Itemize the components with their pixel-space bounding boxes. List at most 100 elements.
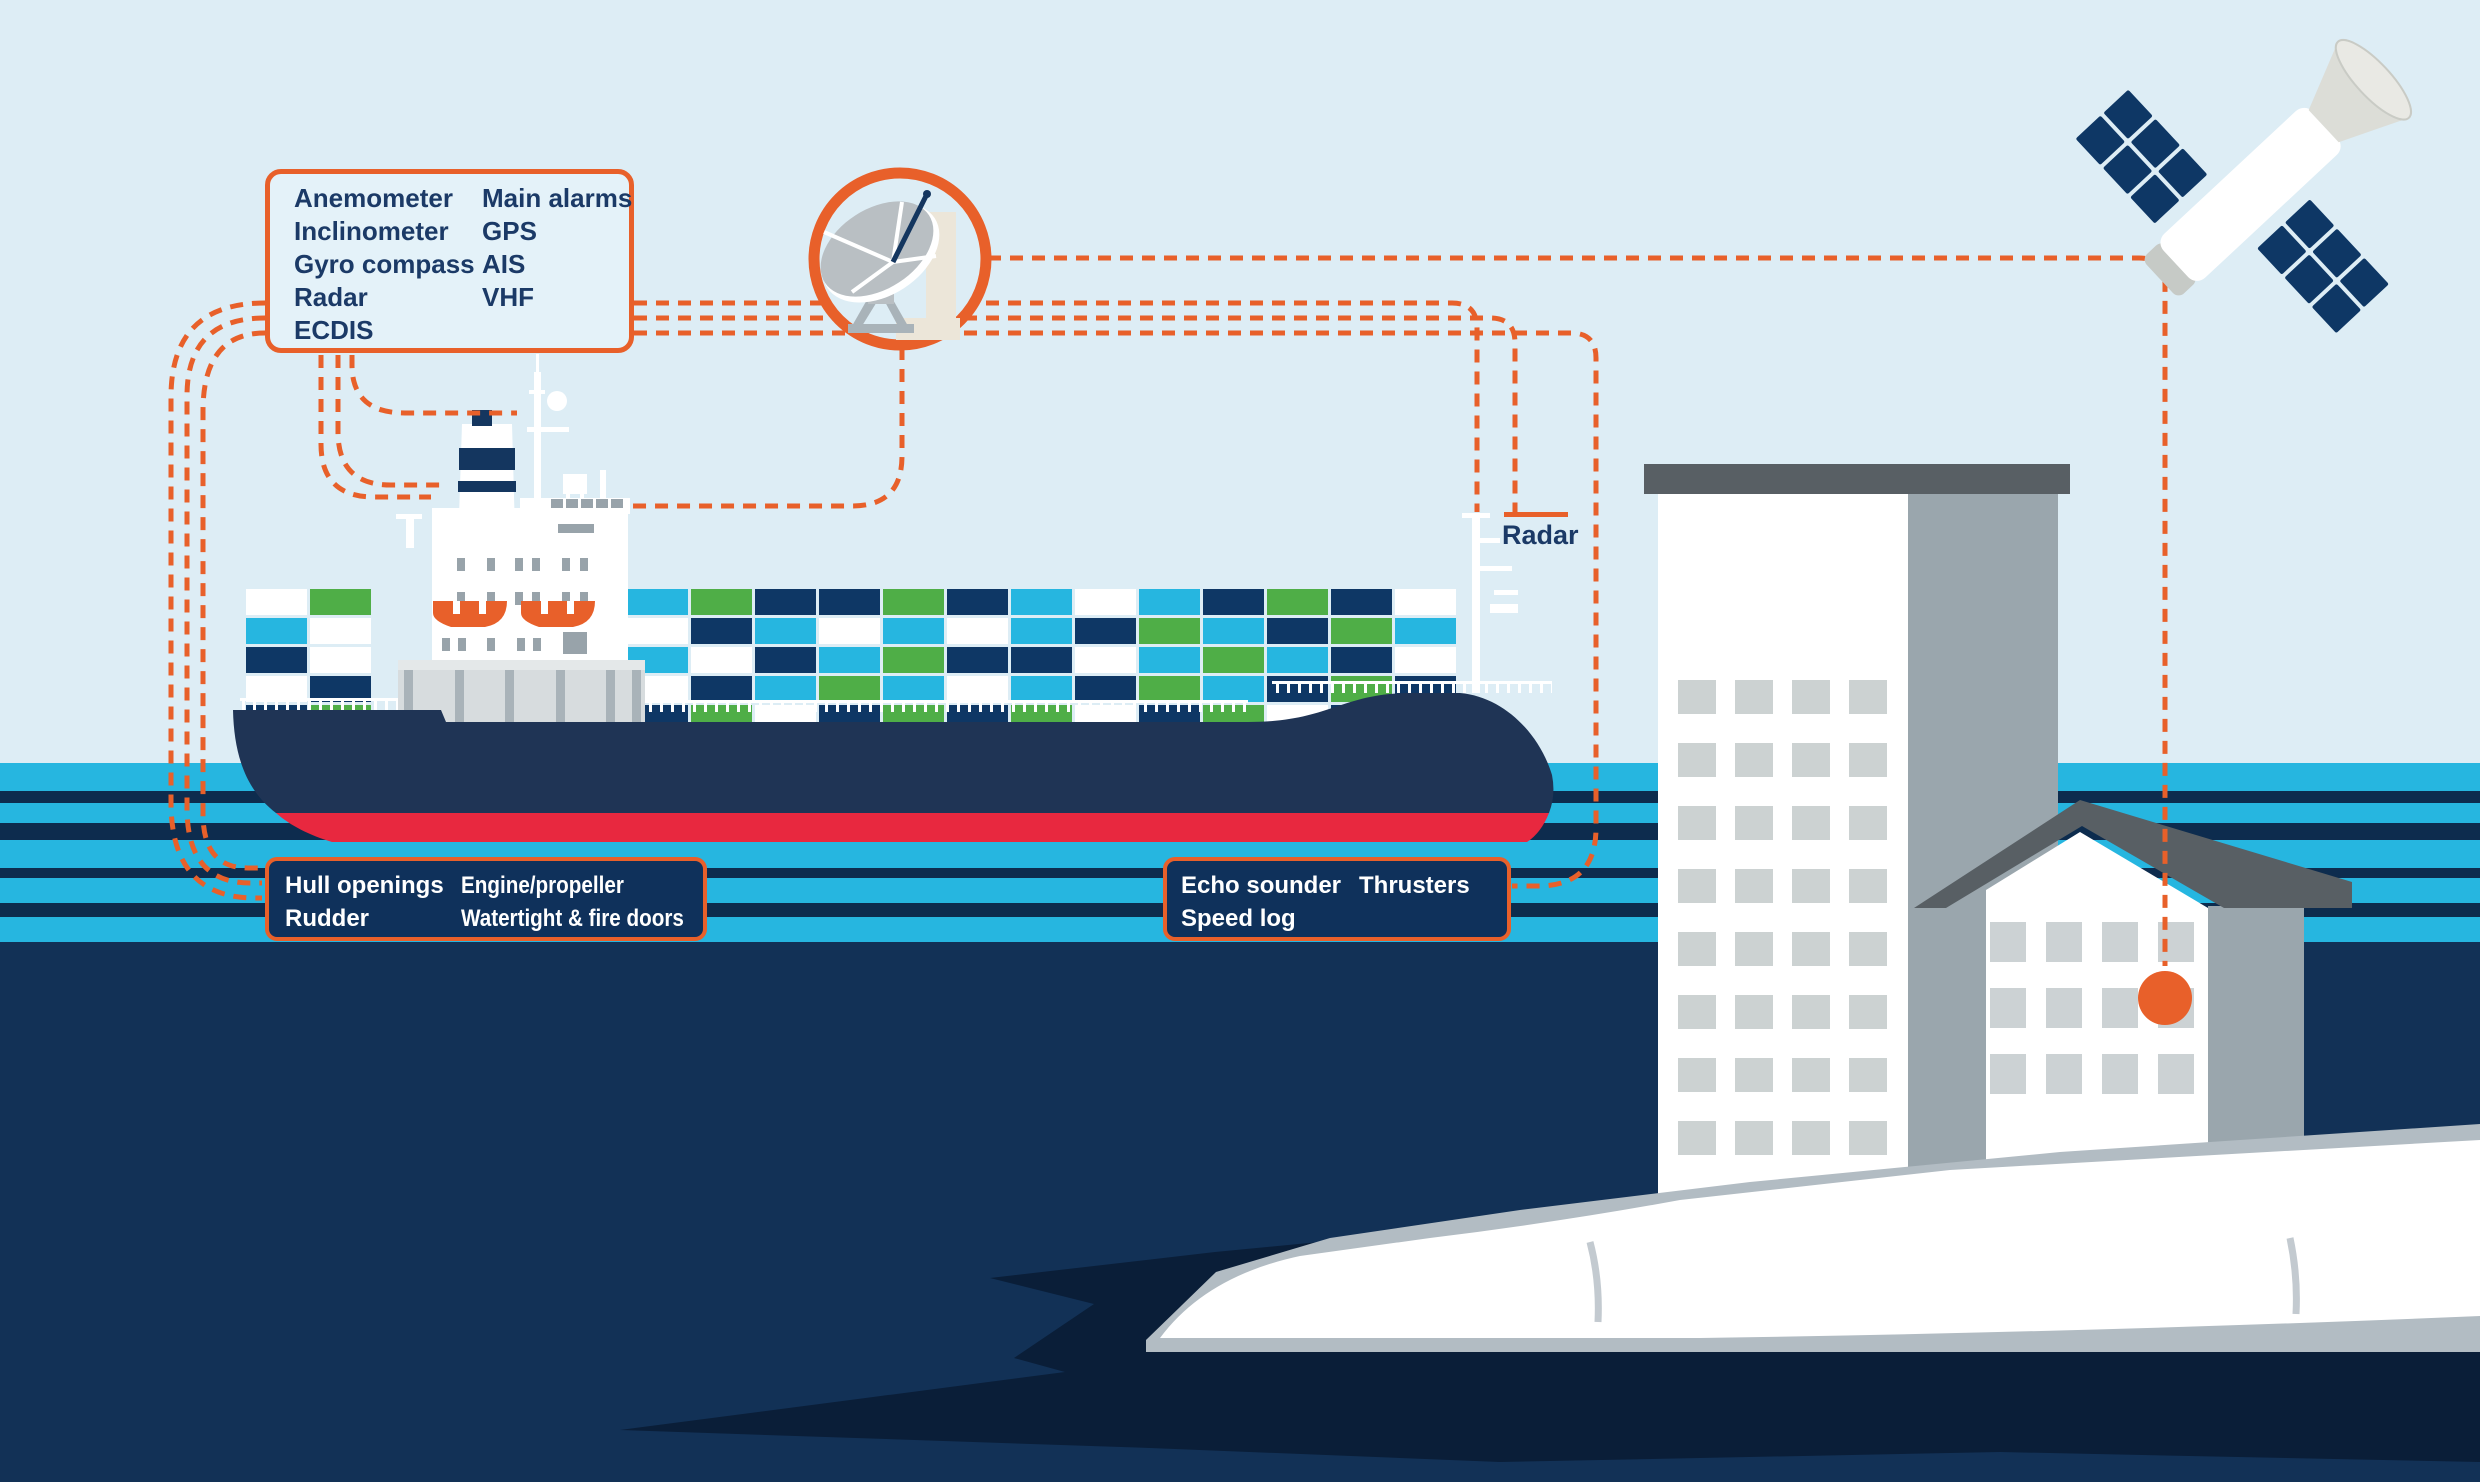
decor-cell bbox=[310, 618, 371, 644]
decor-cell bbox=[1331, 589, 1392, 615]
decor-cell bbox=[1849, 1058, 1887, 1092]
hull-box-column-1: Hull openings Rudder bbox=[285, 869, 444, 935]
decor-cell bbox=[1735, 680, 1773, 714]
echo-item: Thrusters bbox=[1359, 872, 1470, 899]
deck-crane bbox=[406, 518, 414, 548]
decor-cell bbox=[819, 589, 880, 615]
decor-cell bbox=[1678, 743, 1716, 777]
bridge-window-band bbox=[558, 524, 594, 533]
signal-line-to-hull-box-3 bbox=[200, 330, 266, 871]
decor-cell bbox=[1735, 1121, 1773, 1155]
satellite-icon bbox=[2076, 39, 2412, 333]
decor-cell bbox=[1139, 618, 1200, 644]
decor-cell bbox=[1792, 995, 1830, 1029]
dish-assembly bbox=[820, 190, 940, 333]
lifeboat bbox=[521, 601, 595, 627]
solar-panels bbox=[2076, 90, 2389, 333]
decor-cell bbox=[755, 618, 816, 644]
decor-cell bbox=[2102, 1054, 2138, 1094]
decor-cell bbox=[1678, 1121, 1716, 1155]
decor-cell bbox=[1735, 869, 1773, 903]
office-windows bbox=[1678, 680, 1887, 1155]
deck-railing bbox=[240, 698, 1248, 712]
ship-hull bbox=[233, 693, 1554, 813]
island-crack bbox=[1586, 1241, 1602, 1323]
island-crack bbox=[2286, 1237, 2300, 1315]
island-snow-white bbox=[1160, 1140, 2480, 1338]
echo-label-box: Echo sounder Speed log Thrusters bbox=[1163, 857, 1511, 941]
sensor-item: GPS bbox=[482, 216, 537, 246]
decor-cell bbox=[883, 589, 944, 615]
decor-cell bbox=[1735, 932, 1773, 966]
decor-cell bbox=[1267, 647, 1328, 673]
decor-cell bbox=[883, 618, 944, 644]
decor-cell bbox=[310, 647, 371, 673]
decor-cell bbox=[2102, 988, 2138, 1028]
house-roof bbox=[1914, 800, 2352, 908]
aft-antenna bbox=[600, 470, 606, 504]
decor-cell bbox=[1011, 647, 1072, 673]
radar-callout-rule bbox=[1504, 512, 1568, 517]
decor-cell bbox=[819, 676, 880, 702]
sensor-label-box: Anemometer Inclinometer Gyro compass Rad… bbox=[265, 169, 634, 353]
decor-cell bbox=[2046, 1054, 2082, 1094]
decor-cell bbox=[246, 676, 307, 702]
decor-cell bbox=[691, 618, 752, 644]
decor-cell bbox=[1331, 647, 1392, 673]
decor-cell bbox=[1075, 589, 1136, 615]
decor-cell bbox=[1011, 589, 1072, 615]
decor-cell bbox=[691, 647, 752, 673]
sensor-item: Radar bbox=[294, 282, 368, 312]
shore-house bbox=[1914, 800, 2352, 1166]
decor-cell bbox=[1075, 647, 1136, 673]
deck-tank bbox=[563, 474, 587, 494]
decor-cell bbox=[1395, 647, 1456, 673]
decor-cell bbox=[246, 618, 307, 644]
decor-cell bbox=[1267, 589, 1328, 615]
decor-cell bbox=[2158, 1054, 2194, 1094]
decor-cell bbox=[1792, 869, 1830, 903]
decor-cell bbox=[310, 676, 371, 702]
decor-cell bbox=[246, 589, 307, 615]
radar-callout-label: Radar bbox=[1502, 520, 1579, 550]
decor-cell bbox=[947, 647, 1008, 673]
decor-cell bbox=[1990, 922, 2026, 962]
decor-cell bbox=[1011, 618, 1072, 644]
sensor-box-column-1: Anemometer Inclinometer Gyro compass Rad… bbox=[294, 182, 475, 347]
sensor-item: Main alarms bbox=[482, 183, 633, 213]
signal-line-to-radar-mast bbox=[634, 300, 1480, 512]
signal-line-to-bridge-2 bbox=[335, 355, 446, 488]
decor-cell bbox=[1011, 676, 1072, 702]
sensor-item: AIS bbox=[482, 249, 526, 279]
decor-cell bbox=[1678, 932, 1716, 966]
decor-cell bbox=[1792, 1058, 1830, 1092]
echo-item: Speed log bbox=[1181, 905, 1296, 932]
hull-item: Engine/propeller bbox=[461, 872, 624, 899]
decor-cell bbox=[1990, 1054, 2026, 1094]
decor-cell bbox=[755, 676, 816, 702]
decor-cell bbox=[1990, 988, 2026, 1028]
decor-cell bbox=[883, 647, 944, 673]
sensor-item: ECDIS bbox=[294, 315, 374, 345]
echo-box-column-1: Echo sounder Speed log bbox=[1181, 869, 1341, 935]
equipment-box bbox=[563, 632, 587, 654]
decor-cell bbox=[1849, 806, 1887, 840]
decor-cell bbox=[947, 589, 1008, 615]
decor-cell bbox=[246, 647, 307, 673]
decor-cell bbox=[819, 647, 880, 673]
satellite-cone bbox=[2308, 41, 2409, 143]
decor-cell bbox=[1678, 995, 1716, 1029]
signal-line-to-hull-box-1 bbox=[168, 300, 266, 901]
bow-radar-mast bbox=[1462, 513, 1518, 693]
decor-cell bbox=[2102, 922, 2138, 962]
decor-cell bbox=[1849, 995, 1887, 1029]
house-side-wall bbox=[2208, 906, 2304, 1166]
bow-railing bbox=[1272, 681, 1552, 693]
lifeboat bbox=[433, 601, 507, 627]
main-mast bbox=[527, 354, 569, 512]
sensor-item: Inclinometer bbox=[294, 216, 449, 246]
decor-cell bbox=[1849, 869, 1887, 903]
decor-cell bbox=[1678, 1058, 1716, 1092]
